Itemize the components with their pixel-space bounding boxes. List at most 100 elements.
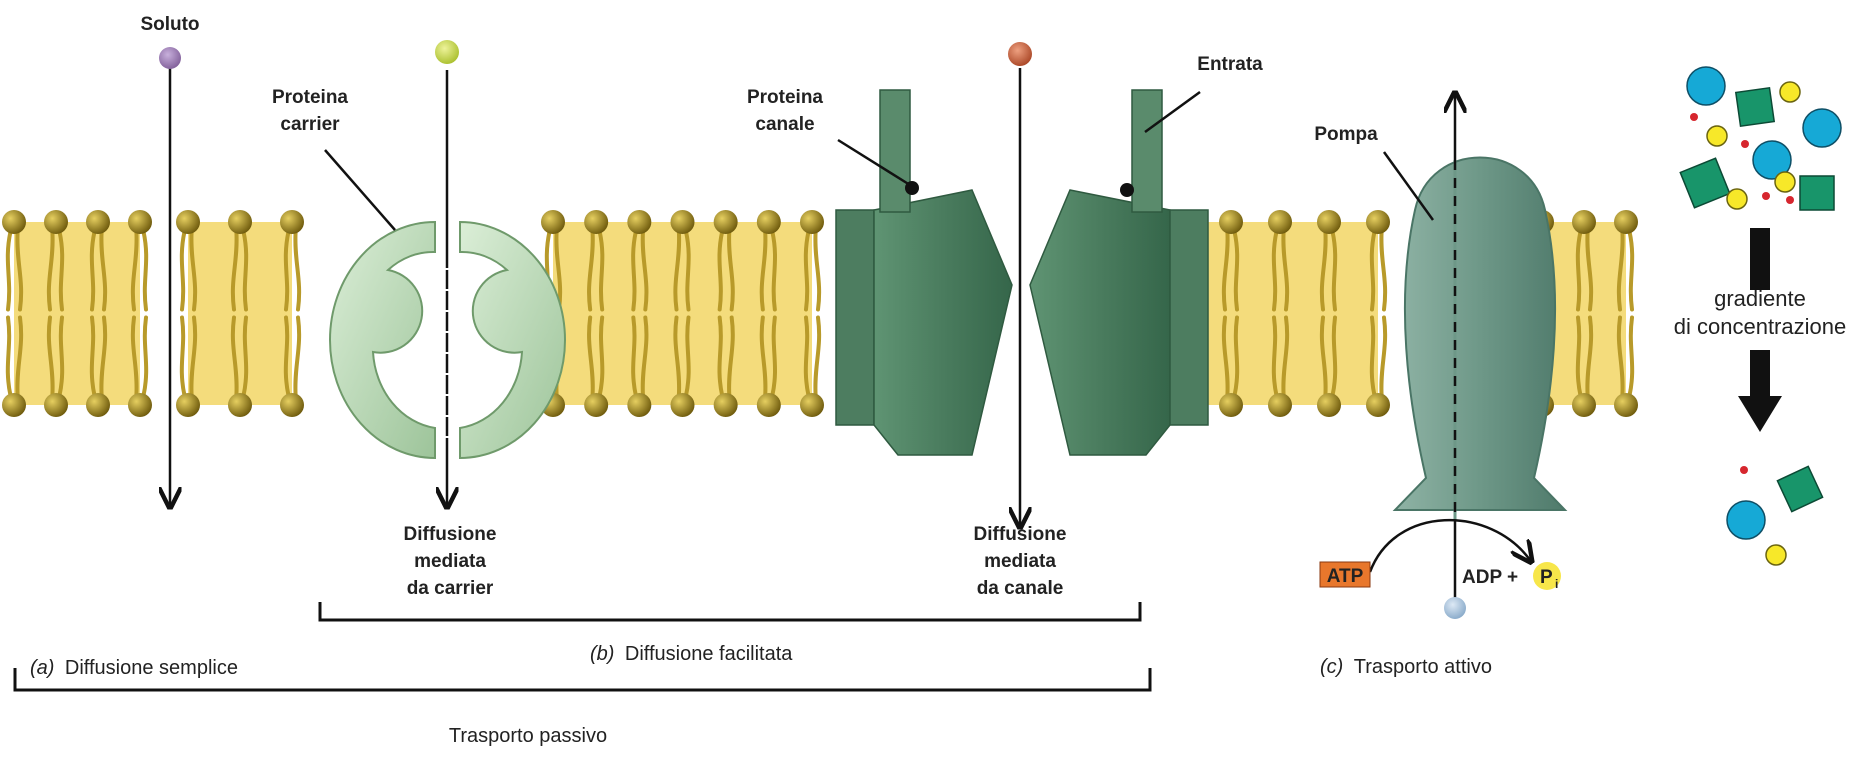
lipid-head [1572,393,1596,417]
lipid-head [228,393,252,417]
solute-blue-icon [1444,597,1466,619]
lipid-tail [633,318,636,396]
label-atp: ATP [1327,566,1364,587]
lipid-tail [1578,232,1581,310]
lipid-tail [806,318,809,396]
lipid-tail [1630,232,1633,310]
lipid-head [757,393,781,417]
lipid-tail [719,318,722,396]
lipid-head [1572,210,1596,234]
lipid-head [86,210,110,234]
simple-diffusion-solute [159,47,181,505]
lipid-tail [182,232,185,310]
lipid-head [1366,210,1390,234]
label-soluto: Soluto [140,14,199,35]
lipid-tail [8,318,11,396]
lipid-head [2,393,26,417]
lipid-head [671,210,695,234]
lipid-head [1219,393,1243,417]
gradient-label-1: gradiente [1714,286,1806,311]
lipid-tail [286,232,289,310]
lipid-head [541,210,565,234]
lipid-tail [60,232,63,310]
label-diff-canale-2: mediata [984,551,1056,572]
lipid-tail [182,318,185,396]
label-diff-carrier-1: Diffusione [404,524,497,545]
lipid-head [1317,393,1341,417]
label-diff-carrier-3: da carrier [407,578,494,599]
lipid-head [1366,393,1390,417]
lipid-tail [295,232,299,310]
membrane-segment [1182,222,1378,405]
solute-green-icon [435,40,459,64]
lipid-tail [815,318,819,396]
lipid-head [280,393,304,417]
lipid-head [627,210,651,234]
lipid-tail [92,232,95,310]
carrier-protein [330,40,565,505]
lipid-head [2,210,26,234]
lipid-head [44,210,68,234]
channel-protein [836,42,1208,525]
lipid-tail [144,318,147,396]
lipid-head [800,393,824,417]
lipid-tail [719,232,722,310]
grad-yellow-icon [1780,82,1800,102]
lipid-tail [286,318,289,396]
label-adp: ADP + [1462,567,1518,588]
membrane-segment [188,222,292,405]
lipid-head [228,210,252,234]
lipid-tail [633,232,636,310]
lipid-tail [92,318,95,396]
lipid-bilayer [2,210,1638,417]
lipid-head [627,393,651,417]
lipid-tail [686,232,689,310]
lipid-head [800,210,824,234]
lipid-head [757,210,781,234]
lipid-tail [295,318,299,396]
lipid-tail [1333,232,1336,310]
lipid-tail [1274,318,1277,396]
lipid-tail [1372,318,1375,396]
lipid-tail [244,232,247,310]
lipid-tail [1274,232,1277,310]
lipid-tail [1235,232,1238,310]
lipid-head [584,210,608,234]
lipid-head [671,393,695,417]
lipid-head [128,210,152,234]
lipid-tail [600,318,603,396]
lipid-tail [8,232,11,310]
lipid-tail [244,318,247,396]
lipid-head [714,393,738,417]
solute-purple-icon [159,47,181,69]
label-diff-canale-3: da canale [977,578,1064,599]
lipid-head [714,210,738,234]
lipid-head [1614,393,1638,417]
lipid-tail [772,318,775,396]
lipid-head [280,210,304,234]
lipid-head [176,210,200,234]
lipid-head [44,393,68,417]
lipid-tail [1381,232,1385,310]
label-diff-carrier-2: mediata [414,551,486,572]
lipid-tail [60,318,63,396]
lipid-head [1219,210,1243,234]
solute-orange-icon [1008,42,1032,66]
grad-red-icon [1690,113,1698,121]
grad-cyan-icon [1687,67,1725,105]
lipid-tail [686,318,689,396]
lipid-head [176,393,200,417]
lipid-head [1268,210,1292,234]
label-pompa: Pompa [1314,124,1378,145]
caption-c: (c) Trasporto attivo [1320,656,1492,678]
label-canale-1: Proteina [747,87,823,108]
lipid-head [584,393,608,417]
lipid-tail [1630,318,1633,396]
lipid-head [1268,393,1292,417]
gradient-arrow-icon [1750,350,1770,400]
gradient-panel: gradiente di concentrazione [1674,67,1846,565]
label-entrata: Entrata [1197,54,1263,75]
grad-green-icon [1736,88,1774,126]
lipid-tail [600,232,603,310]
